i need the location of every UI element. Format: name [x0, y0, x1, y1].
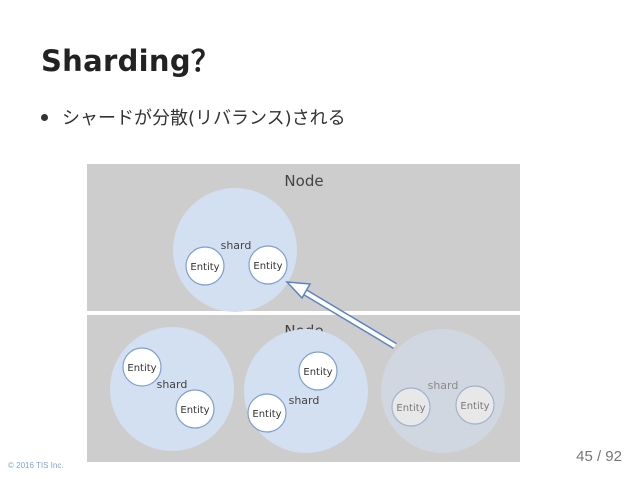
- bottom-shard-2-circle: [244, 329, 368, 453]
- slide-title: Sharding？: [41, 44, 221, 78]
- top-entity-2-label: Entity: [253, 261, 282, 272]
- bottom-shard-1-entity-2: [175, 389, 215, 429]
- bottom-shard-3-entity-2-label: Entity: [460, 401, 489, 412]
- bottom-shard-1-entity-2-label: Entity: [180, 405, 209, 416]
- bottom-shard-2-label: shard: [289, 394, 320, 407]
- bottom-shard-3-entity-2: [455, 385, 495, 425]
- bottom-shard-3-entity-1: [391, 387, 431, 427]
- bottom-shard-1-label: shard: [157, 378, 188, 391]
- bullet-dot-icon: [41, 113, 48, 121]
- top-node: Node shard Entity Entity: [87, 164, 520, 312]
- bottom-shard-3-label: shard: [428, 379, 459, 392]
- copyright-text: © 2016 TIS Inc.: [8, 461, 64, 470]
- bullet-item: シャードが分散(リバランス)される: [41, 104, 346, 130]
- bullet-text: シャードが分散(リバランス)される: [62, 108, 346, 129]
- bottom-shard-2-entity-2: [247, 393, 287, 433]
- top-shard-label: shard: [221, 239, 252, 252]
- top-entity-1-label: Entity: [190, 262, 219, 273]
- page-number: 45 / 92: [576, 448, 622, 465]
- bottom-shard-2-entity-1: [298, 351, 338, 391]
- bottom-shard-1-entity-1: [122, 347, 162, 387]
- top-node-label: Node: [284, 172, 323, 190]
- top-entity-1: [185, 246, 225, 286]
- migration-arrow-icon: [285, 281, 397, 350]
- top-entity-2: [248, 245, 288, 285]
- bottom-shard-3-entity-1-label: Entity: [396, 403, 425, 414]
- bottom-shard-2-entity-1-label: Entity: [303, 367, 332, 378]
- bottom-shard-1-entity-1-label: Entity: [127, 363, 156, 374]
- bottom-shard-2-entity-2-label: Entity: [252, 409, 281, 420]
- bottom-shard-3: shard Entity Entity: [381, 329, 505, 453]
- bottom-node: Node shard Entity Entity shard Entity En…: [87, 315, 520, 462]
